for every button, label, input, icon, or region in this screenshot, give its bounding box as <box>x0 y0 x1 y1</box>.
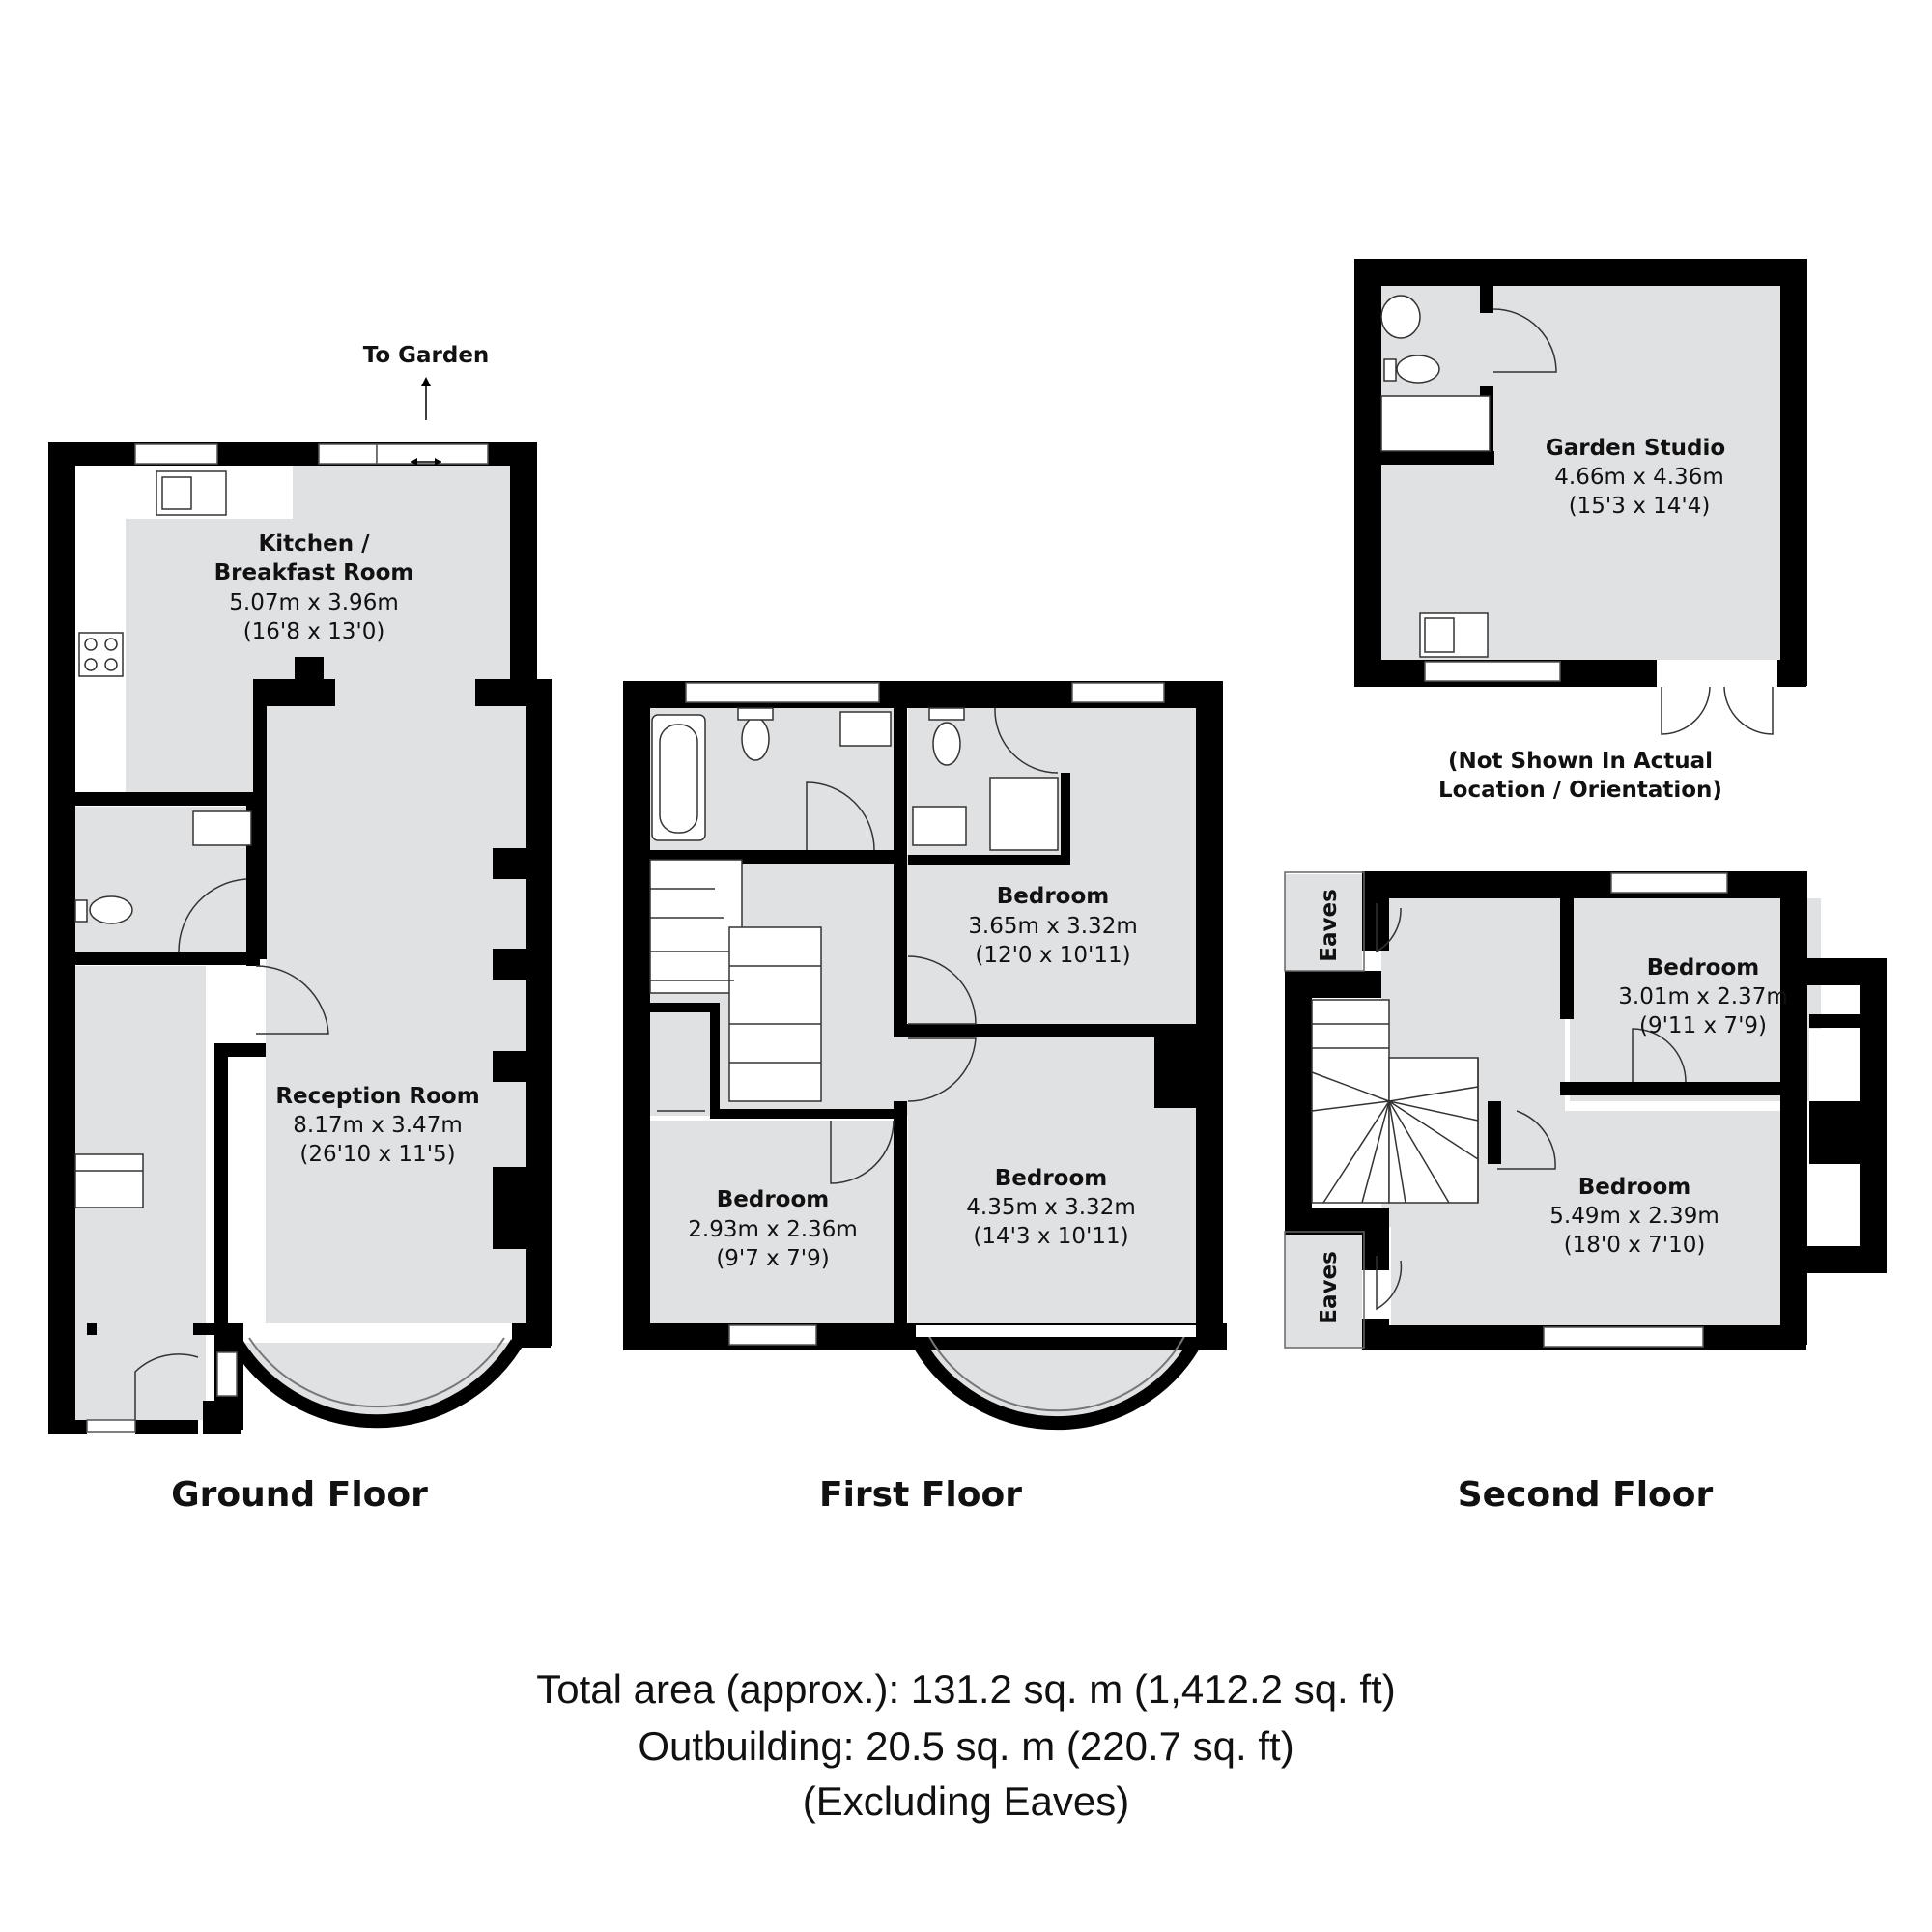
second-bedroom-b-name: Bedroom <box>1578 1175 1691 1200</box>
kitchen-metric: 5.07m x 3.96m <box>229 590 398 615</box>
studio-imperial: (15'3 x 14'4) <box>1569 494 1711 519</box>
studio-metric: 4.66m x 4.36m <box>1554 465 1723 490</box>
first-bedroom-b-name: Bedroom <box>717 1187 830 1212</box>
kitchen-name-line2: Breakfast Room <box>214 560 414 585</box>
kitchen-name-line1: Kitchen / <box>258 531 370 556</box>
first-bedroom-a-imperial: (12'0 x 10'11) <box>975 943 1130 968</box>
reception-floor <box>266 696 526 1323</box>
reception-name: Reception Room <box>275 1084 479 1109</box>
first-bedroom-a-name: Bedroom <box>997 884 1110 909</box>
reception-imperial: (26'10 x 11'5) <box>299 1142 455 1167</box>
first-bedroom-b-metric: 2.93m x 2.36m <box>688 1217 857 1242</box>
second-bedroom-b-metric: 5.49m x 2.39m <box>1549 1204 1719 1229</box>
excluding-eaves-text: (Excluding Eaves) <box>803 1778 1129 1824</box>
first-bedroom-b-imperial: (9'7 x 7'9) <box>716 1246 829 1271</box>
second-floor-title: Second Floor <box>1458 1475 1714 1515</box>
eaves-top-label: Eaves <box>1317 889 1342 962</box>
first-bedroom-a-metric: 3.65m x 3.32m <box>968 914 1137 939</box>
second-bedroom-a-name: Bedroom <box>1647 955 1760 980</box>
studio-note-line2: Location / Orientation) <box>1438 778 1722 803</box>
total-area-text: Total area (approx.): 131.2 sq. m (1,412… <box>536 1666 1395 1712</box>
second-bedroom-a-imperial: (9'11 x 7'9) <box>1639 1013 1767 1038</box>
second-bedroom-a-floor <box>1570 898 1821 1101</box>
ground-floor-title: Ground Floor <box>171 1475 428 1515</box>
reception-metric: 8.17m x 3.47m <box>293 1113 462 1138</box>
studio-name: Garden Studio <box>1546 436 1725 461</box>
eaves-left-2 <box>1285 1232 1362 1348</box>
first-floor-plan <box>623 681 1227 1431</box>
bedroom-b-floor <box>647 1121 898 1323</box>
ground-floor-plan <box>48 377 552 1434</box>
first-bedroom-c-name: Bedroom <box>995 1166 1108 1191</box>
first-bedroom-c-metric: 4.35m x 3.32m <box>966 1195 1135 1220</box>
second-bedroom-a-metric: 3.01m x 2.37m <box>1618 984 1787 1009</box>
kitchen-imperial: (16'8 x 13'0) <box>243 619 385 644</box>
garden-studio-plan <box>1354 259 1807 735</box>
bedroom-c-floor <box>908 1034 1198 1343</box>
second-floor-plan <box>1284 871 1887 1350</box>
to-garden-label: To Garden <box>363 343 490 368</box>
outbuilding-area-text: Outbuilding: 20.5 sq. m (220.7 sq. ft) <box>638 1723 1293 1769</box>
studio-note-line1: (Not Shown In Actual <box>1448 749 1713 774</box>
first-floor-title: First Floor <box>819 1475 1022 1515</box>
eaves-left <box>1285 874 1362 971</box>
second-bedroom-b-imperial: (18'0 x 7'10) <box>1564 1233 1706 1258</box>
eaves-bottom-label: Eaves <box>1317 1251 1342 1324</box>
first-bedroom-c-imperial: (14'3 x 10'11) <box>973 1224 1128 1249</box>
